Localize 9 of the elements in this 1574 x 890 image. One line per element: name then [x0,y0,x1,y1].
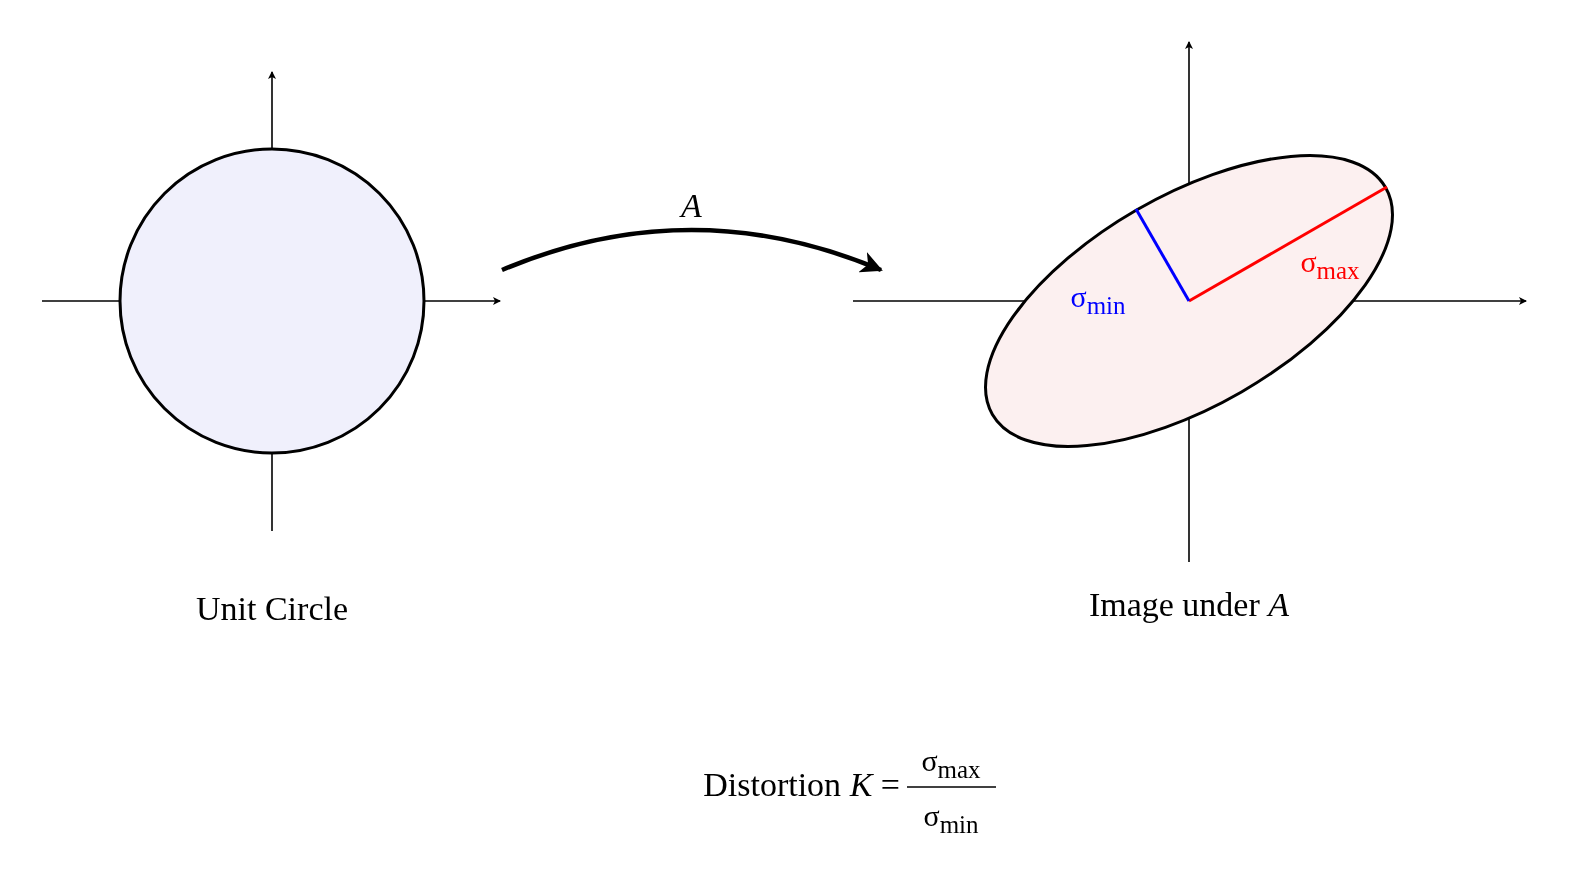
caption-text: Unit Circle [196,590,348,628]
fraction-numerator: σ$_{max}$ [921,744,981,784]
curved-arrow [501,227,883,274]
caption-text: Image under A [1088,586,1290,624]
fraction-denominator: σ$_{min}$ [923,799,979,839]
edge-label: A [681,187,702,225]
formula-text: Distortion K = [703,766,900,804]
axis-label: σ$_{max}$ [1300,245,1360,285]
axis-label: σ$_{min}$ [1070,280,1126,320]
